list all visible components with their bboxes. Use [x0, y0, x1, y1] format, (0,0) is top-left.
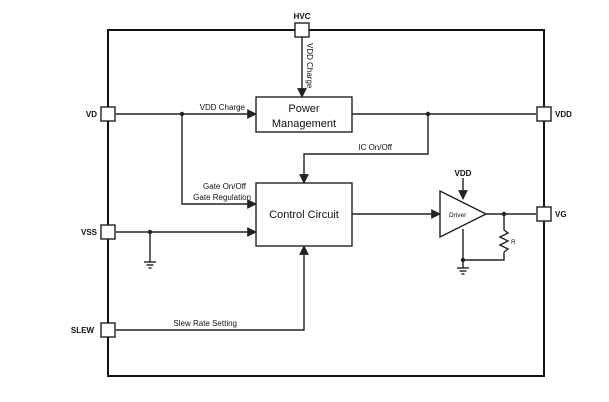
- junction-vdd: [425, 111, 431, 117]
- junction-vd: [179, 111, 185, 117]
- ground-icon: [144, 261, 156, 269]
- vdd-charge-label: VDD Charge: [200, 103, 246, 112]
- pin-hvc: [294, 22, 310, 38]
- pin-vg: [536, 206, 552, 222]
- slew-rate-setting-label: Slew Rate Setting: [173, 319, 237, 328]
- pin-vd: [100, 106, 116, 122]
- slew-wire: [116, 245, 309, 331]
- gate-regulation-label: Gate Regulation: [193, 193, 251, 202]
- junction-ground: [460, 257, 466, 263]
- vdd-charge-vertical-label: VDD Charge: [305, 43, 314, 89]
- ic-onoff-label: IC On/Off: [358, 143, 392, 152]
- pin-vg-label: VG: [555, 210, 567, 219]
- resistor-bottom-wire: [463, 252, 505, 261]
- power-management-label-line2: Management: [272, 118, 336, 130]
- pin-slew: [100, 322, 116, 338]
- power-management-label-line1: Power: [288, 103, 320, 115]
- junction-vg: [501, 211, 507, 217]
- gate-control-wire: [181, 114, 257, 209]
- pin-vd-label: VD: [86, 110, 97, 119]
- pin-vss: [100, 224, 116, 240]
- driver-buffer: [439, 189, 488, 239]
- power-management-block: [255, 96, 353, 133]
- resistor-symbol: [498, 229, 510, 253]
- pin-slew-label: SLEW: [71, 326, 95, 335]
- driver-label: Driver: [449, 212, 467, 219]
- driver-supply-label: VDD: [455, 169, 472, 178]
- pin-vdd-label: VDD: [555, 110, 572, 119]
- junction-vss: [147, 229, 153, 235]
- gate-onoff-label: Gate On/Off: [203, 182, 247, 191]
- ic-onoff-wire: [299, 114, 429, 184]
- control-circuit-label: Control Circuit: [269, 209, 339, 221]
- chip-outline: [107, 29, 545, 377]
- pin-hvc-label: HVC: [294, 12, 311, 21]
- pin-vss-label: VSS: [81, 228, 98, 237]
- control-circuit-block: [255, 182, 353, 247]
- ground-icon: [457, 267, 469, 275]
- resistor-label: R: [511, 239, 516, 246]
- pin-vdd: [536, 106, 552, 122]
